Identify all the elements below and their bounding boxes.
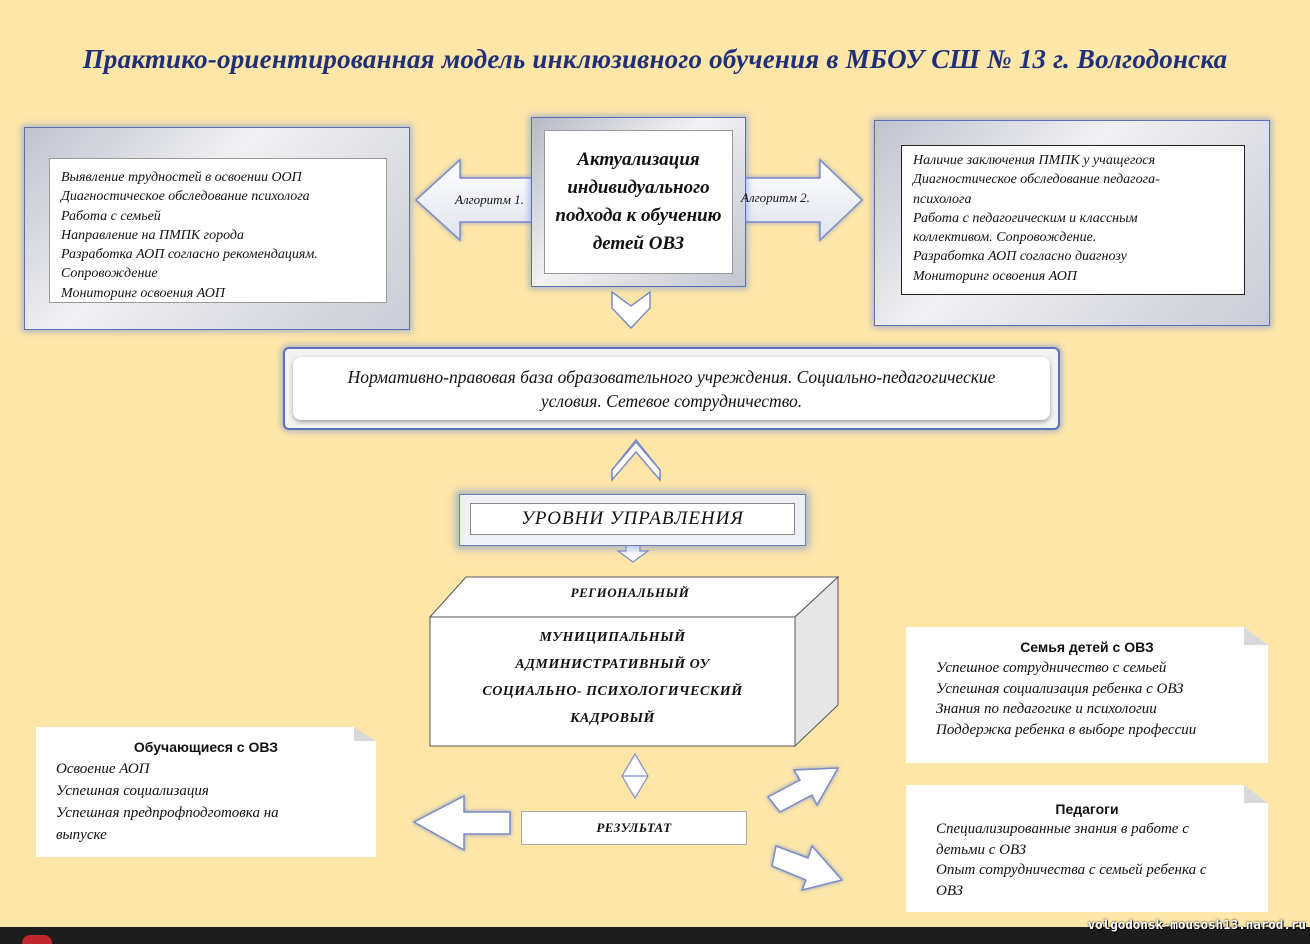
right-box-line: Работа с педагогическим и классным bbox=[913, 210, 1138, 226]
center-line: Актуализация bbox=[577, 149, 700, 170]
right-box-line: психолога bbox=[913, 191, 972, 207]
result-right-down-arrow bbox=[771, 844, 844, 892]
right-algorithm-box: Наличие заключения ПМПК у учащегося Диаг… bbox=[874, 120, 1270, 326]
footer-url: volgodonsk-mousosh13.narod.ru bbox=[1087, 917, 1306, 932]
left-box-line: Мониторинг освоения АОП bbox=[61, 285, 225, 301]
result-left-arrow bbox=[412, 794, 511, 852]
teachers-card: Педагоги Специализированные знания в раб… bbox=[906, 785, 1268, 912]
footer-bar bbox=[0, 927, 1310, 944]
left-box-line: Работа с семьей bbox=[61, 208, 161, 224]
teachers-title: Педагоги bbox=[1055, 801, 1119, 817]
right-box-line: Мониторинг освоения АОП bbox=[913, 268, 1077, 284]
right-box-line: Разработка АОП согласно диагнозу bbox=[913, 249, 1127, 265]
down-chevron bbox=[611, 290, 651, 330]
normative-base-box: Нормативно-правовая база образовательног… bbox=[283, 347, 1060, 430]
algo1-arrow bbox=[414, 158, 536, 242]
teachers-line: Специализированные знания в работе с bbox=[936, 821, 1189, 837]
students-line: Освоение АОП bbox=[56, 761, 150, 777]
management-levels-title: УРОВНИ УПРАВЛЕНИЯ bbox=[521, 508, 744, 529]
teachers-line: ОВЗ bbox=[936, 882, 963, 899]
left-algorithm-box: Выявление трудностей в освоении ООП Диаг… bbox=[24, 127, 410, 330]
center-line: подхода к обучению bbox=[555, 205, 722, 226]
algo2-label: Алгоритм 2. bbox=[741, 190, 810, 205]
cube-level: АДМИНИСТРАТИВНЫЙ ОУ bbox=[515, 657, 710, 672]
left-box-line: Диагностическое обследование психолога bbox=[61, 189, 310, 205]
result-label: РЕЗУЛЬТАТ bbox=[596, 820, 672, 835]
cube-levels-list: МУНИЦИПАЛЬНЫЙ АДМИНИСТРАТИВНЫЙ ОУ СОЦИАЛ… bbox=[430, 624, 795, 732]
cube-level: МУНИЦИПАЛЬНЫЙ bbox=[539, 630, 686, 645]
page-title: Практико-ориентированная модель инклюзив… bbox=[82, 44, 1228, 74]
left-box-line: Направление на ПМПК города bbox=[61, 227, 244, 243]
family-line: Поддержка ребенка в выборе профессии bbox=[936, 721, 1197, 738]
left-box-line: Разработка АОП согласно рекомендациям. bbox=[61, 247, 318, 263]
result-right-up-arrow bbox=[766, 767, 840, 813]
cube-top-label: РЕГИОНАЛЬНЫЙ bbox=[570, 585, 690, 600]
family-line: Знания по педагогике и психологии bbox=[936, 701, 1157, 717]
normative-line: Нормативно-правовая база образовательног… bbox=[347, 366, 996, 387]
family-line: Успешная социализация ребенка с ОВЗ bbox=[936, 680, 1184, 697]
cube-level: КАДРОВЫЙ bbox=[570, 711, 655, 726]
students-card: Обучающиеся с ОВЗ Освоение АОП Успешная … bbox=[36, 727, 376, 857]
cube-level: СОЦИАЛЬНО- ПСИХОЛОГИЧЕСКИЙ bbox=[482, 684, 743, 699]
center-line: индивидуального bbox=[567, 177, 710, 198]
footer-app-icon[interactable] bbox=[22, 935, 52, 944]
right-box-line: Наличие заключения ПМПК у учащегося bbox=[913, 153, 1156, 168]
teachers-line: Опыт сотрудничества с семьей ребенка с bbox=[936, 862, 1207, 878]
family-card: Семья детей с ОВЗ Успешное сотрудничеств… bbox=[906, 627, 1268, 763]
students-title: Обучающиеся с ОВЗ bbox=[133, 739, 279, 755]
algo1-label: Алгоритм 1. bbox=[455, 192, 524, 207]
students-line: Успешная социализация bbox=[56, 783, 209, 799]
right-box-line: коллективом. Сопровождение. bbox=[913, 230, 1097, 246]
teachers-line: детьми с ОВЗ bbox=[936, 841, 1027, 858]
left-box-line: Сопровождение bbox=[61, 266, 158, 282]
algo2-arrow bbox=[737, 158, 864, 242]
right-box-line: Диагностическое обследование педагога- bbox=[913, 172, 1160, 188]
center-line: детей ОВЗ bbox=[592, 233, 685, 254]
students-line: Успешная предпрофподготовка на bbox=[56, 805, 279, 821]
family-line: Успешное сотрудничество с семьей bbox=[936, 660, 1167, 676]
students-line: выпуске bbox=[56, 827, 107, 843]
family-title: Семья детей с ОВЗ bbox=[1020, 639, 1154, 655]
cube-front bbox=[429, 616, 796, 747]
result-box: РЕЗУЛЬТАТ bbox=[521, 811, 747, 845]
left-box-line: Выявление трудностей в освоении ООП bbox=[61, 170, 302, 185]
management-levels-box: УРОВНИ УПРАВЛЕНИЯ bbox=[459, 494, 806, 546]
center-actualization-box: Актуализация индивидуального подхода к о… bbox=[531, 117, 746, 287]
normative-line: условия. Сетевое сотрудничество. bbox=[540, 390, 803, 411]
